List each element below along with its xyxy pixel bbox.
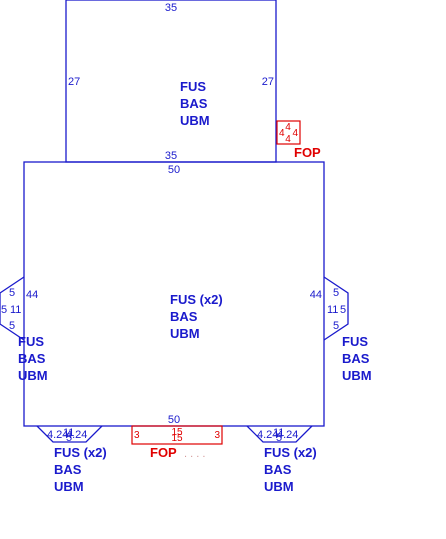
left-tab-dim-top: 5 [9, 287, 15, 299]
bottom-left-tab-label-ubm: UBM [54, 479, 84, 494]
bottom-left-tab-dim-left: 4.24 [47, 429, 68, 441]
bottom-right-tab: 4.24 11 4.24 5 FUS (x2) BAS UBM [246, 425, 317, 494]
fop-right-label: FOP [294, 145, 321, 160]
fop-right: 4 4 4 4 FOP [276, 120, 321, 160]
fop-right-dim-bottom: 4 [285, 134, 291, 145]
fop-right-outline [276, 120, 301, 145]
top-panel-label-bas: BAS [180, 96, 208, 111]
main-panel-dim-top: 50 [168, 164, 180, 176]
left-tab-label-fus: FUS [18, 334, 44, 349]
left-tab-dim-left: 5 [1, 304, 7, 316]
bottom-right-tab-label-bas: BAS [264, 462, 292, 477]
bottom-right-tab-dim-bottom: 5 [276, 432, 282, 444]
bottom-left-tab-outline [36, 425, 103, 443]
main-panel-dim-left: 44 [26, 289, 38, 301]
fop-right-dim-left: 4 [279, 128, 285, 139]
fop-right-dim-right: 4 [292, 128, 298, 139]
bottom-right-tab-label-fus: FUS (x2) [264, 445, 317, 460]
fop-bottom: 3 15 15 3 FOP . . . . [131, 425, 223, 460]
fop-bottom-outline [131, 425, 223, 445]
fop-bottom-dots: . . . . [184, 448, 205, 460]
right-tab-dim-right: 5 [340, 304, 346, 316]
fop-right-dim-top: 4 [285, 122, 291, 133]
fop-bottom-label: FOP [150, 445, 177, 460]
right-tab-dim-bottom: 5 [333, 320, 339, 332]
bottom-left-tab-dim-bottom: 5 [66, 432, 72, 444]
top-panel-dim-top: 35 [165, 2, 177, 14]
main-panel-label-ubm: UBM [170, 326, 200, 341]
fop-bottom-dim-bottom: 15 [171, 433, 183, 444]
top-panel-dim-bottom: 35 [165, 150, 177, 162]
bottom-right-tab-label-ubm: UBM [264, 479, 294, 494]
top-panel-outline [65, 0, 277, 163]
right-tab-outline [323, 276, 349, 341]
left-tab-outline [0, 276, 25, 341]
left-tab: 5 5 11 5 FUS BAS UBM [0, 276, 48, 383]
top-panel-label-ubm: UBM [180, 113, 210, 128]
main-panel: 50 44 44 50 FUS (x2) BAS UBM [23, 161, 325, 427]
bottom-right-tab-dim-left: 4.24 [257, 429, 278, 441]
top-panel-dim-right: 27 [262, 76, 274, 88]
left-tab-dim-bottom: 5 [9, 320, 15, 332]
bottom-left-tab-dim-top: 11 [63, 427, 74, 439]
top-panel: 35 27 27 35 FUS BAS UBM [65, 0, 277, 163]
bottom-right-tab-dim-right: 4.24 [277, 429, 298, 441]
main-panel-dim-right: 44 [310, 289, 322, 301]
left-tab-label-ubm: UBM [18, 368, 48, 383]
left-tab-dim-mid: 11 [10, 304, 21, 316]
right-tab-label-fus: FUS [342, 334, 368, 349]
top-panel-label-fus: FUS [180, 79, 206, 94]
fop-bottom-dim-right: 3 [214, 430, 220, 441]
bottom-left-tab-dim-right: 4.24 [66, 429, 87, 441]
right-tab-dim-mid: 11 [327, 304, 338, 316]
main-panel-label-fus: FUS (x2) [170, 292, 223, 307]
fop-bottom-dim-top: 15 [171, 427, 183, 438]
right-tab: 5 11 5 5 FUS BAS UBM [323, 276, 372, 383]
bottom-left-tab-label-fus: FUS (x2) [54, 445, 107, 460]
bottom-right-tab-dim-top: 11 [273, 427, 284, 439]
main-panel-label-bas: BAS [170, 309, 198, 324]
fop-bottom-dim-left: 3 [134, 430, 140, 441]
bottom-left-tab: 4.24 11 4.24 5 FUS (x2) BAS UBM [36, 425, 107, 494]
left-tab-label-bas: BAS [18, 351, 46, 366]
top-panel-dim-left: 27 [68, 76, 80, 88]
right-tab-label-ubm: UBM [342, 368, 372, 383]
right-tab-label-bas: BAS [342, 351, 370, 366]
bottom-left-tab-label-bas: BAS [54, 462, 82, 477]
right-tab-dim-top: 5 [333, 287, 339, 299]
main-panel-dim-bottom: 50 [168, 414, 180, 426]
bottom-right-tab-outline [246, 425, 313, 443]
